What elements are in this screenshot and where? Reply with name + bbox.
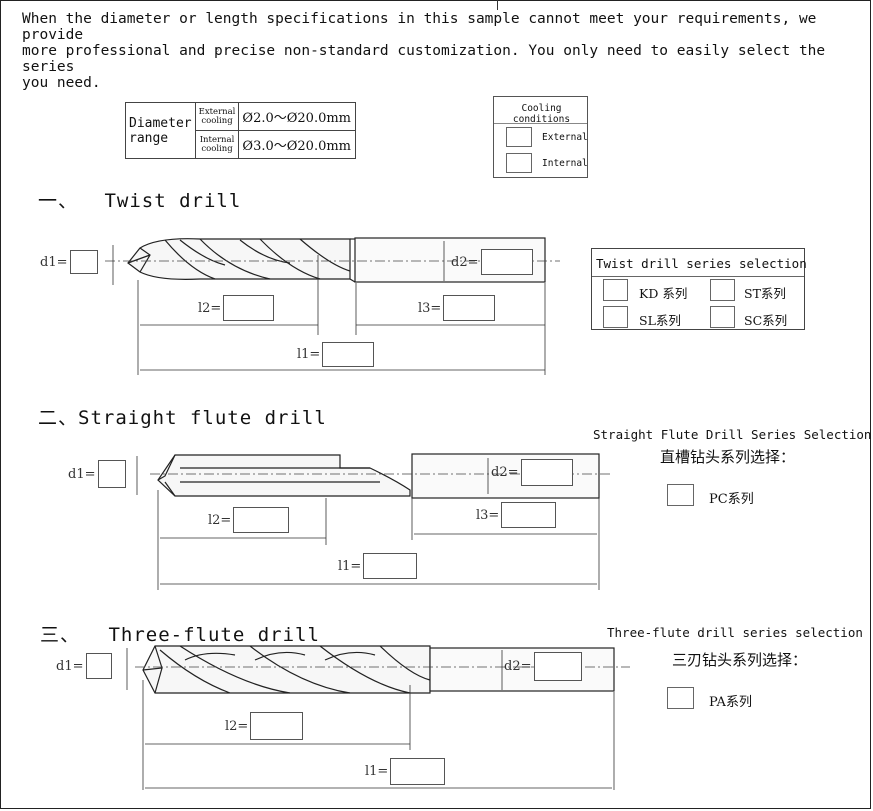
internal-cooling-option: Internal xyxy=(542,158,588,169)
straight-l1-field: l1= xyxy=(338,553,417,579)
twist-l1-input[interactable] xyxy=(322,342,374,367)
external-cooling-checkbox[interactable] xyxy=(506,127,532,147)
kd-series-label: KD 系列 xyxy=(639,286,688,301)
twist-series-title: Twist drill series selection xyxy=(596,256,807,271)
three-d2-field: d2= xyxy=(504,652,582,681)
three-d2-input[interactable] xyxy=(533,652,582,681)
three-d1-field: d1= xyxy=(56,653,112,679)
straight-series-title-en: Straight Flute Drill Series Selection xyxy=(593,427,872,442)
straight-l2-input[interactable] xyxy=(233,507,289,533)
sl-series-label: SL系列 xyxy=(639,313,681,328)
three-l2-field: l2= xyxy=(225,712,303,740)
twist-l2-field: l2= xyxy=(198,295,274,321)
straight-d2-input[interactable] xyxy=(520,459,573,486)
external-cooling-option: External xyxy=(542,132,588,143)
straight-series-title-zh: 直槽钻头系列选择： xyxy=(660,448,796,466)
pc-series-checkbox[interactable] xyxy=(667,484,694,506)
twist-drill-drawing xyxy=(105,237,560,375)
section-twist-heading: 一、 Twist drill xyxy=(38,190,242,212)
sc-series-checkbox[interactable] xyxy=(710,306,735,328)
straight-d1-field: d1= xyxy=(68,460,126,488)
twist-l3-field: l3= xyxy=(418,295,495,321)
three-l2-input[interactable] xyxy=(250,712,303,740)
twist-d1-input[interactable] xyxy=(69,250,98,274)
twist-l2-input[interactable] xyxy=(223,295,274,321)
cooling-conditions-panel: Cooling conditions External Internal xyxy=(493,96,588,178)
three-flute-series-title-zh: 三刃钻头系列选择： xyxy=(672,651,808,669)
twist-l1-field: l1= xyxy=(297,342,374,367)
pa-series-checkbox[interactable] xyxy=(667,687,694,709)
dot-mark: ◦ xyxy=(214,46,221,57)
three-flute-drill-drawing xyxy=(126,645,630,790)
straight-d1-input[interactable] xyxy=(97,460,126,488)
straight-d2-field: d2= xyxy=(491,459,573,486)
straight-l2-field: l2= xyxy=(208,507,289,533)
intro-text: When the diameter or length specificatio… xyxy=(22,11,826,91)
internal-range-value: Ø3.0～Ø20.0mm xyxy=(238,130,357,159)
external-range-value: Ø2.0～Ø20.0mm xyxy=(238,102,357,131)
twist-d1-field: d1= xyxy=(40,250,98,274)
three-l1-field: l1= xyxy=(365,758,445,785)
twist-series-panel: Twist drill series selection KD 系列 ST系列 … xyxy=(591,248,807,330)
pa-series-label: PA系列 xyxy=(709,695,752,710)
kd-series-checkbox[interactable] xyxy=(603,279,628,301)
three-l1-input[interactable] xyxy=(390,758,445,785)
section-three-flute-heading: 三、 Three-flute drill xyxy=(40,624,320,646)
sc-series-label: SC系列 xyxy=(744,313,788,328)
sl-series-checkbox[interactable] xyxy=(603,306,628,328)
top-divider xyxy=(497,0,498,10)
st-series-label: ST系列 xyxy=(744,286,786,301)
twist-l3-input[interactable] xyxy=(443,295,495,321)
internal-cooling-checkbox[interactable] xyxy=(506,153,532,173)
section-straight-heading: 二、Straight flute drill xyxy=(38,407,327,429)
straight-l3-input[interactable] xyxy=(501,502,556,528)
straight-l1-input[interactable] xyxy=(363,553,417,579)
cooling-conditions-title: Cooling conditions xyxy=(512,103,571,125)
twist-d2-input[interactable] xyxy=(480,249,533,275)
straight-l3-field: l3= xyxy=(476,502,556,528)
pc-series-label: PC系列 xyxy=(709,492,754,507)
straight-flute-drill-drawing xyxy=(136,453,612,590)
three-d1-input[interactable] xyxy=(85,653,112,679)
three-flute-series-title-en: Three-flute drill series selection xyxy=(607,625,863,640)
st-series-checkbox[interactable] xyxy=(710,279,735,301)
twist-d2-field: d2= xyxy=(451,249,533,275)
